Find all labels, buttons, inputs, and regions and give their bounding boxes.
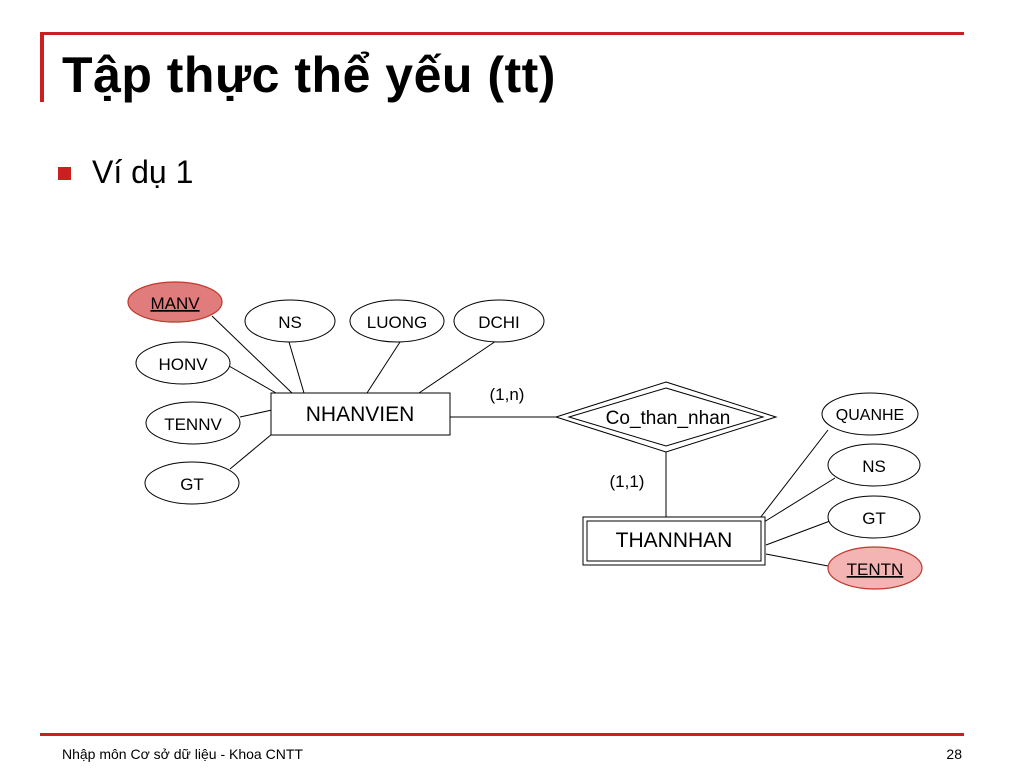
attribute-shape: [244, 299, 336, 343]
attribute-shape: [827, 443, 921, 487]
slide-title: Tập thực thể yếu (tt): [62, 47, 556, 103]
entity-label: THANNHAN: [616, 529, 733, 552]
attr-dchi: DCHI: [453, 299, 545, 343]
attr-tennv: TENNV: [145, 401, 241, 445]
relationship-inner-diamond: [567, 387, 765, 447]
line-quanhe: [759, 429, 829, 519]
entity-nhanvien: NHANVIEN: [270, 392, 451, 436]
attribute-shape: [821, 392, 919, 436]
line-tennv: [239, 409, 273, 418]
attribute-shape: [349, 299, 445, 343]
attr-ns-tn: NS: [827, 443, 921, 487]
attr-honv: HONV: [135, 341, 231, 385]
attr-label: NS: [862, 457, 886, 476]
attr-label: GT: [862, 509, 886, 528]
line-honv: [228, 365, 277, 394]
attr-luong: LUONG: [349, 299, 445, 343]
attribute-shape: [827, 495, 921, 539]
page-number: 28: [946, 746, 962, 762]
attribute-shape: [453, 299, 545, 343]
line-luong: [366, 341, 401, 394]
attribute-shape: [145, 401, 241, 445]
bullet-text: Ví dụ 1: [92, 154, 194, 190]
weak-entity-inner-box: [586, 520, 762, 562]
title-left-rule: [40, 32, 44, 102]
footer-text: Nhập môn Cơ sở dữ liệu - Khoa CNTT: [62, 746, 303, 762]
attr-label: QUANHE: [836, 407, 904, 424]
bullet-square-icon: [58, 167, 71, 180]
line-gt: [229, 433, 273, 470]
attribute-shape: [135, 341, 231, 385]
entity-thannhan: THANNHAN: [582, 516, 766, 566]
attr-label: LUONG: [367, 313, 427, 332]
attr-tentn: TENTN: [827, 546, 923, 590]
attr-gt-tn: GT: [827, 495, 921, 539]
footer-rule: [40, 733, 964, 736]
attr-label: GT: [180, 475, 204, 494]
key-attribute-shape: [827, 546, 923, 590]
attr-label: MANV: [150, 294, 200, 313]
attr-label: TENNV: [164, 415, 222, 434]
attr-quanhe: QUANHE: [821, 392, 919, 436]
thannhan-attribute-lines: [759, 429, 836, 567]
attr-label: NS: [278, 313, 302, 332]
entity-box: [270, 392, 451, 436]
nhanvien-attribute-lines: [211, 315, 497, 470]
relationship-co-than-nhan: Co_than_nhan: [554, 381, 778, 453]
attr-label: HONV: [158, 355, 208, 374]
relationship-label: Co_than_nhan: [606, 408, 731, 429]
entity-label: NHANVIEN: [306, 403, 415, 426]
attr-label: TENTN: [847, 560, 904, 579]
attr-ns: NS: [244, 299, 336, 343]
line-dchi: [418, 340, 497, 394]
line-ns-tn: [763, 477, 836, 523]
attr-label: DCHI: [478, 313, 520, 332]
key-attribute-shape: [127, 281, 223, 323]
title-top-rule: [40, 32, 964, 35]
attr-manv: MANV: [127, 281, 223, 323]
line-manv: [211, 315, 293, 394]
line-gt-tn: [765, 520, 831, 546]
attr-gt: GT: [144, 461, 240, 505]
attribute-shape: [144, 461, 240, 505]
line-tentn: [765, 553, 829, 567]
relationship-lines: [450, 416, 667, 518]
line-ns: [288, 341, 305, 394]
cardinality-thannhan: (1,1): [610, 472, 645, 491]
cardinality-nhanvien: (1,n): [490, 385, 525, 404]
